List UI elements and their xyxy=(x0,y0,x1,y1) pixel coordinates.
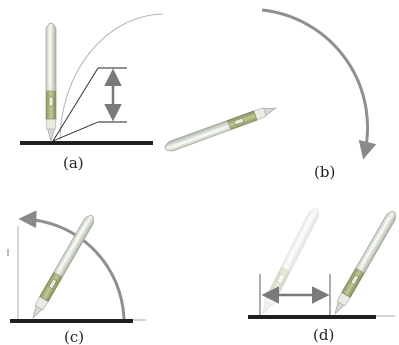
panel-label-d: (d) xyxy=(313,326,334,344)
guide-line xyxy=(52,67,99,142)
panel-a: (a) xyxy=(20,13,164,172)
stylus-pen-ghost-icon xyxy=(257,205,322,317)
panel-label-a: (a) xyxy=(63,154,84,172)
panel-label-c: (c) xyxy=(64,328,84,345)
panel-b: (b) xyxy=(162,8,377,181)
stylus-pen-icon xyxy=(45,22,57,142)
tablet-surface xyxy=(248,315,376,319)
rotation-arc xyxy=(59,13,164,141)
tablet-surface xyxy=(10,319,133,323)
rotation-arc-arrow xyxy=(261,8,377,160)
panel-d: (d) xyxy=(248,205,399,344)
panel-c: (c) xyxy=(7,210,146,345)
stylus-pen-icon xyxy=(162,102,279,154)
tilt-arc-arrow xyxy=(18,210,126,320)
stylus-pen-icon xyxy=(330,208,399,318)
guide-line xyxy=(52,121,99,142)
tablet-surface xyxy=(20,141,153,145)
panel-label-b: (b) xyxy=(314,163,335,181)
